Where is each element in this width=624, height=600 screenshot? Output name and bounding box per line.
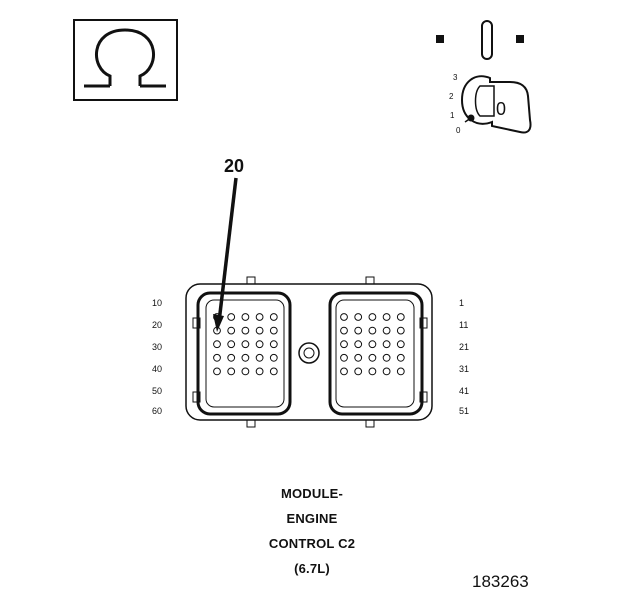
- ignition-key-label: 0: [496, 99, 506, 119]
- pin-cavity: [269, 340, 278, 349]
- pin-cavity: [255, 313, 264, 321]
- row-label-right: 31: [459, 364, 469, 374]
- pin-cavity: [227, 326, 236, 335]
- connector-right-pin-grid: [340, 313, 405, 376]
- pin-cavity: [227, 313, 236, 321]
- pin-cavity: [354, 313, 363, 321]
- pin-cavity: [255, 340, 264, 349]
- row-label-left: 50: [152, 386, 162, 396]
- pin-cavity: [227, 340, 236, 349]
- pin-cavity: [269, 313, 278, 321]
- pin-cavity: [213, 313, 221, 321]
- pin-cavity: [213, 340, 221, 349]
- pin-cavity: [396, 313, 405, 321]
- pin-cavity: [368, 326, 377, 335]
- pin-cavity: [368, 313, 377, 321]
- row-label-right: 51: [459, 406, 469, 416]
- connector-left-pin-grid: [213, 313, 278, 376]
- ignition-position-labels: 3 2 1 0: [449, 73, 461, 135]
- row-label-left: 60: [152, 406, 162, 416]
- pin-cavity: [227, 367, 236, 376]
- ohmmeter-icon: [73, 19, 178, 101]
- pin-cavity: [382, 367, 391, 376]
- pin-cavity: [368, 353, 377, 362]
- row-label-right: 21: [459, 342, 469, 352]
- pin-cavity: [340, 313, 348, 321]
- row-label-left: 10: [152, 298, 162, 308]
- pin-cavity: [382, 326, 391, 335]
- pin-cavity: [382, 353, 391, 362]
- pin-cavity: [227, 353, 236, 362]
- pin-cavity: [368, 340, 377, 349]
- ignition-position-0: 0: [456, 126, 461, 135]
- caption-line-1: MODULE-: [280, 486, 344, 501]
- connector-body: [185, 276, 433, 428]
- pin-cavity: [382, 340, 391, 349]
- pin-cavity: [241, 340, 250, 349]
- pin-cavity: [213, 326, 221, 335]
- pin-cavity: [368, 367, 377, 376]
- pin-cavity: [213, 353, 221, 362]
- pin-cavity: [340, 367, 348, 376]
- pin-cavity: [396, 367, 405, 376]
- pin-cavity: [269, 353, 278, 362]
- caption-line-4: (6.7L): [294, 561, 330, 576]
- ignition-position-1: 1: [450, 111, 455, 120]
- row-label-left: 40: [152, 364, 162, 374]
- pin-cavity: [354, 367, 363, 376]
- pin-callout-label: 20: [224, 156, 244, 176]
- row-label-right: 1: [459, 298, 464, 308]
- row-label-right: 41: [459, 386, 469, 396]
- pin-cavity: [241, 313, 250, 321]
- figure-number: 183263: [472, 572, 529, 591]
- pin-cavity: [354, 353, 363, 362]
- pin-cavity: [241, 326, 250, 335]
- ignition-position-2: 2: [449, 92, 454, 101]
- pin-cavity: [396, 340, 405, 349]
- pin-cavity: [354, 340, 363, 349]
- left-row-labels: 10 20 30 40 50 60: [152, 298, 162, 416]
- pin-cavity: [269, 326, 278, 335]
- pin-cavity: [354, 326, 363, 335]
- callout-arrowhead: [213, 314, 224, 332]
- callout-arrow-shaft: [217, 177, 238, 323]
- pin-cavity: [213, 367, 221, 376]
- pin-cavity: [396, 353, 405, 362]
- caption-line-3: CONTROL C2: [268, 536, 356, 551]
- pin-cavity: [255, 326, 264, 335]
- pin-cavity: [340, 340, 348, 349]
- pin-cavity: [340, 326, 348, 335]
- pin-cavity: [382, 313, 391, 321]
- ignition-key-icon: [436, 20, 532, 134]
- caption-line-2: ENGINE: [286, 511, 338, 526]
- pin-cavity: [241, 353, 250, 362]
- pin-cavity: [340, 353, 348, 362]
- pin-cavity: [255, 353, 264, 362]
- pin-cavity: [255, 367, 264, 376]
- row-label-left: 30: [152, 342, 162, 352]
- ignition-position-3: 3: [453, 73, 458, 82]
- pin-cavity: [241, 367, 250, 376]
- row-label-right: 11: [459, 320, 468, 330]
- right-row-labels: 1 11 21 31 41 51: [459, 298, 469, 416]
- pin-cavity: [269, 367, 278, 376]
- row-label-left: 20: [152, 320, 162, 330]
- pin-cavity: [396, 326, 405, 335]
